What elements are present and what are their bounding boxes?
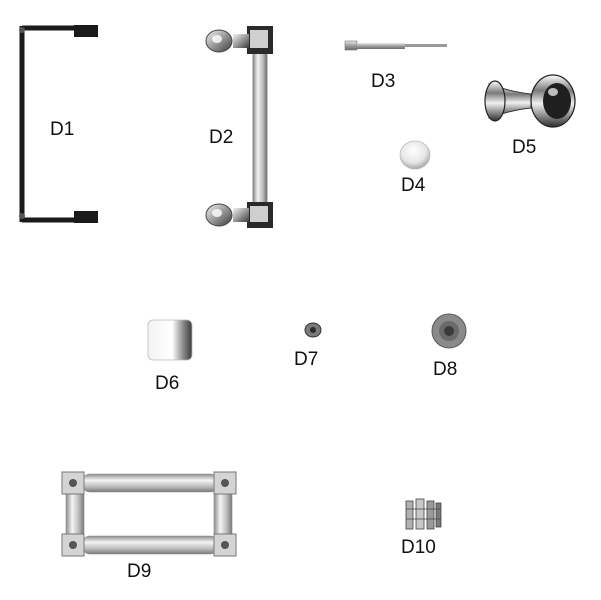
part-d9-frame (58, 466, 242, 562)
label-d1: D1 (50, 119, 75, 140)
part-d6-bumper (144, 318, 196, 362)
part-d1-bracket (14, 22, 104, 228)
part-d10-screws (402, 495, 444, 533)
part-d8-grommet (429, 311, 469, 351)
label-d6: D6 (155, 373, 180, 394)
label-d4: D4 (401, 175, 426, 196)
part-d4-cap (397, 138, 433, 172)
label-d9: D9 (127, 561, 152, 582)
part-d7-nut (302, 320, 324, 340)
part-d2-handle (203, 22, 283, 234)
part-d3-screw (342, 38, 454, 54)
label-d8: D8 (433, 359, 458, 380)
label-d10: D10 (401, 537, 436, 558)
label-d3: D3 (371, 71, 396, 92)
label-d7: D7 (294, 349, 319, 370)
label-d2: D2 (209, 127, 234, 148)
part-d5-knob (481, 70, 581, 130)
label-d5: D5 (512, 137, 537, 158)
